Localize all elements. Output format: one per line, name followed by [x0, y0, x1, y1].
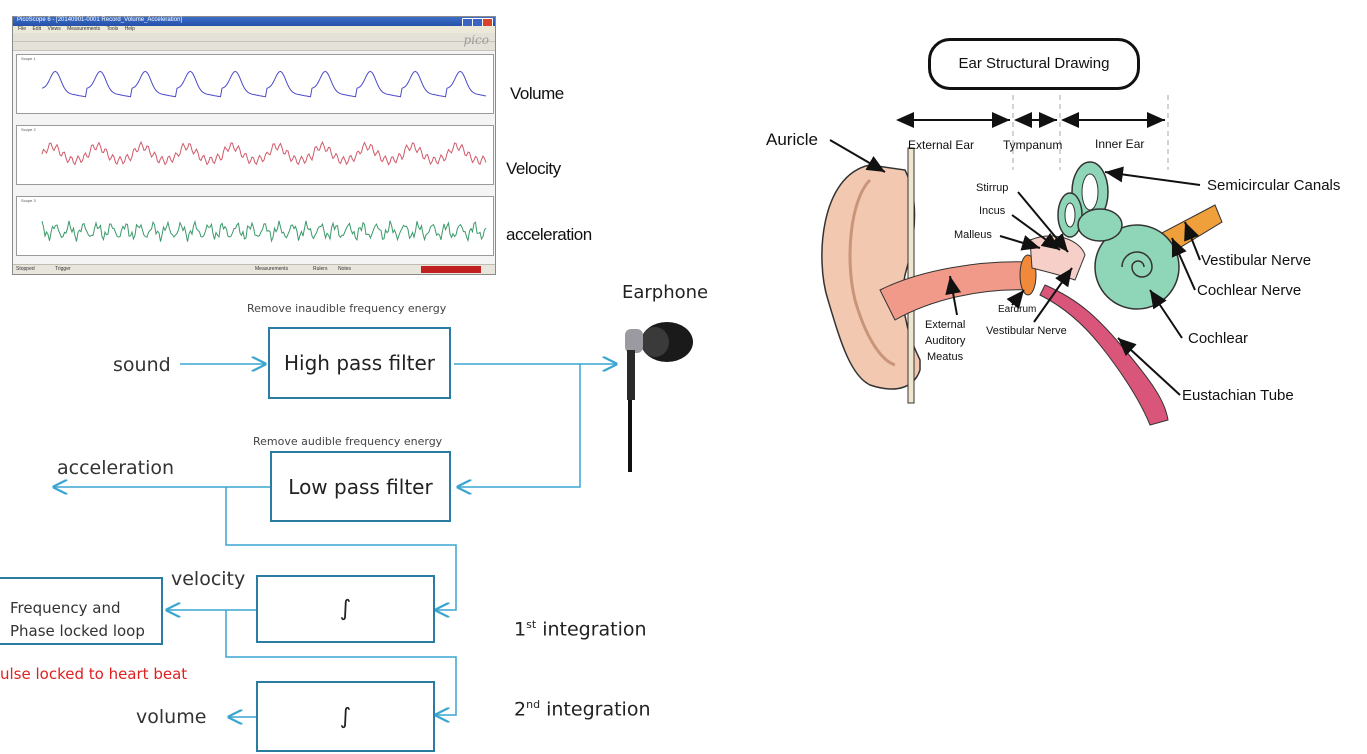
status-notes[interactable]: Notes — [338, 266, 352, 272]
second-integration-label: 2nd integration — [514, 698, 650, 720]
menu-tools[interactable]: Tools — [106, 26, 119, 32]
malleus-label: Malleus — [954, 229, 992, 241]
first-text: integration — [542, 618, 647, 641]
pll-box: Frequency and Phase locked loop — [0, 577, 163, 645]
volume-label: Volume — [510, 84, 564, 103]
low-pass-filter-box: Low pass filter — [270, 451, 451, 522]
status-rulers[interactable]: Rulers — [313, 266, 328, 272]
acceleration-trace — [41, 219, 487, 243]
incus-label: Incus — [979, 205, 1006, 217]
acceleration-output-label: acceleration — [57, 457, 175, 479]
ear-title: Ear Structural Drawing — [958, 55, 1110, 72]
scope-menubar: File Edit Views Measurements Tools Help — [13, 26, 495, 33]
meatus-line1: External — [925, 319, 966, 331]
pll-line1: Frequency and — [10, 599, 121, 617]
auricle-label: Auricle — [766, 130, 818, 149]
scope-toolbar-1[interactable] — [13, 33, 495, 42]
oscilloscope-window: PicoScope 6 - [20140901-0001 Record_Volu… — [12, 16, 496, 275]
menu-measurements[interactable]: Measurements — [67, 26, 101, 32]
scope-panel-acceleration: Scope 3 — [16, 196, 494, 256]
stirrup-label: Stirrup — [976, 182, 1009, 194]
eardrum-label: Eardrum — [998, 304, 1037, 315]
high-pass-filter-box: High pass filter — [268, 327, 451, 399]
semicircular-canals-label: Semicircular Canals — [1207, 177, 1341, 194]
earphone-to-lpf-arrow — [458, 364, 581, 487]
velocity-trace — [41, 140, 487, 166]
earphone-icon — [625, 322, 693, 472]
velocity-label: Velocity — [506, 159, 561, 178]
volume-trace — [41, 70, 487, 98]
second-num: 2 — [514, 698, 527, 721]
hpf-caption: Remove inaudible frequency energy — [247, 302, 447, 315]
scope-panel-velocity: Scope 2 — [16, 125, 494, 185]
first-integrator-box: ∫ — [256, 575, 435, 643]
second-sup: nd — [526, 698, 541, 711]
first-integration-label: 1st integration — [514, 618, 647, 640]
lpf-label: Low pass filter — [288, 474, 433, 499]
scope-panel-volume: Scope 1 — [16, 54, 494, 114]
scope-window-title: PicoScope 6 - [20140901-0001 Record_Volu… — [17, 17, 183, 23]
scope-toolbar-2[interactable] — [13, 42, 495, 51]
acceleration-label: acceleration — [506, 225, 592, 244]
menu-views[interactable]: Views — [47, 26, 61, 32]
pulse-label: ulse locked to heart beat — [0, 665, 188, 683]
tympanum-label: Tympanum — [1003, 138, 1063, 152]
external-ear-label: External Ear — [908, 138, 975, 152]
panel-title: Scope 3 — [21, 198, 36, 203]
second-integrator-box: ∫ — [256, 681, 435, 752]
meatus-line2: Auditory — [925, 335, 966, 347]
first-sup: st — [526, 618, 537, 631]
inner-ear-label: Inner Ear — [1095, 137, 1145, 151]
status-stopped[interactable]: Stopped — [16, 266, 35, 272]
menu-file[interactable]: File — [18, 26, 27, 32]
to-second-integrator-arrow — [225, 610, 457, 715]
volume-output-label: volume — [136, 706, 207, 728]
panel-title: Scope 2 — [21, 127, 36, 132]
scope-statusbar: Stopped Trigger Measurements Rulers Note… — [13, 264, 495, 274]
velocity-output-label: velocity — [171, 568, 246, 590]
ear-title-box: Ear Structural Drawing — [928, 38, 1140, 90]
status-measurements[interactable]: Measurements — [255, 266, 289, 272]
pll-line2: Phase locked loop — [10, 622, 145, 640]
sound-label: sound — [113, 354, 171, 376]
eustachian-tube-label: Eustachian Tube — [1182, 387, 1294, 404]
menu-edit[interactable]: Edit — [32, 26, 42, 32]
menu-help[interactable]: Help — [124, 26, 135, 32]
meatus-line3: Meatus — [927, 351, 964, 363]
panel-title: Scope 1 — [21, 56, 36, 61]
to-first-integrator-arrow — [225, 487, 457, 610]
cochlear-nerve-label: Cochlear Nerve — [1197, 282, 1302, 299]
first-num: 1 — [514, 618, 527, 641]
earphone-label: Earphone — [622, 282, 709, 303]
vestibular-nerve-small-label: Vestibular Nerve — [986, 325, 1067, 337]
vestibular-nerve-label: Vestibular Nerve — [1201, 252, 1312, 269]
cochlear-label: Cochlear — [1188, 330, 1249, 347]
pico-logo: pico — [463, 33, 489, 47]
hpf-label: High pass filter — [284, 351, 435, 375]
lpf-caption: Remove audible frequency energy — [253, 435, 443, 448]
integral-icon: ∫ — [339, 704, 352, 729]
second-text: integration — [546, 698, 651, 721]
record-buttons[interactable] — [421, 266, 481, 273]
integral-icon: ∫ — [339, 596, 352, 622]
status-trigger[interactable]: Trigger — [55, 266, 71, 272]
